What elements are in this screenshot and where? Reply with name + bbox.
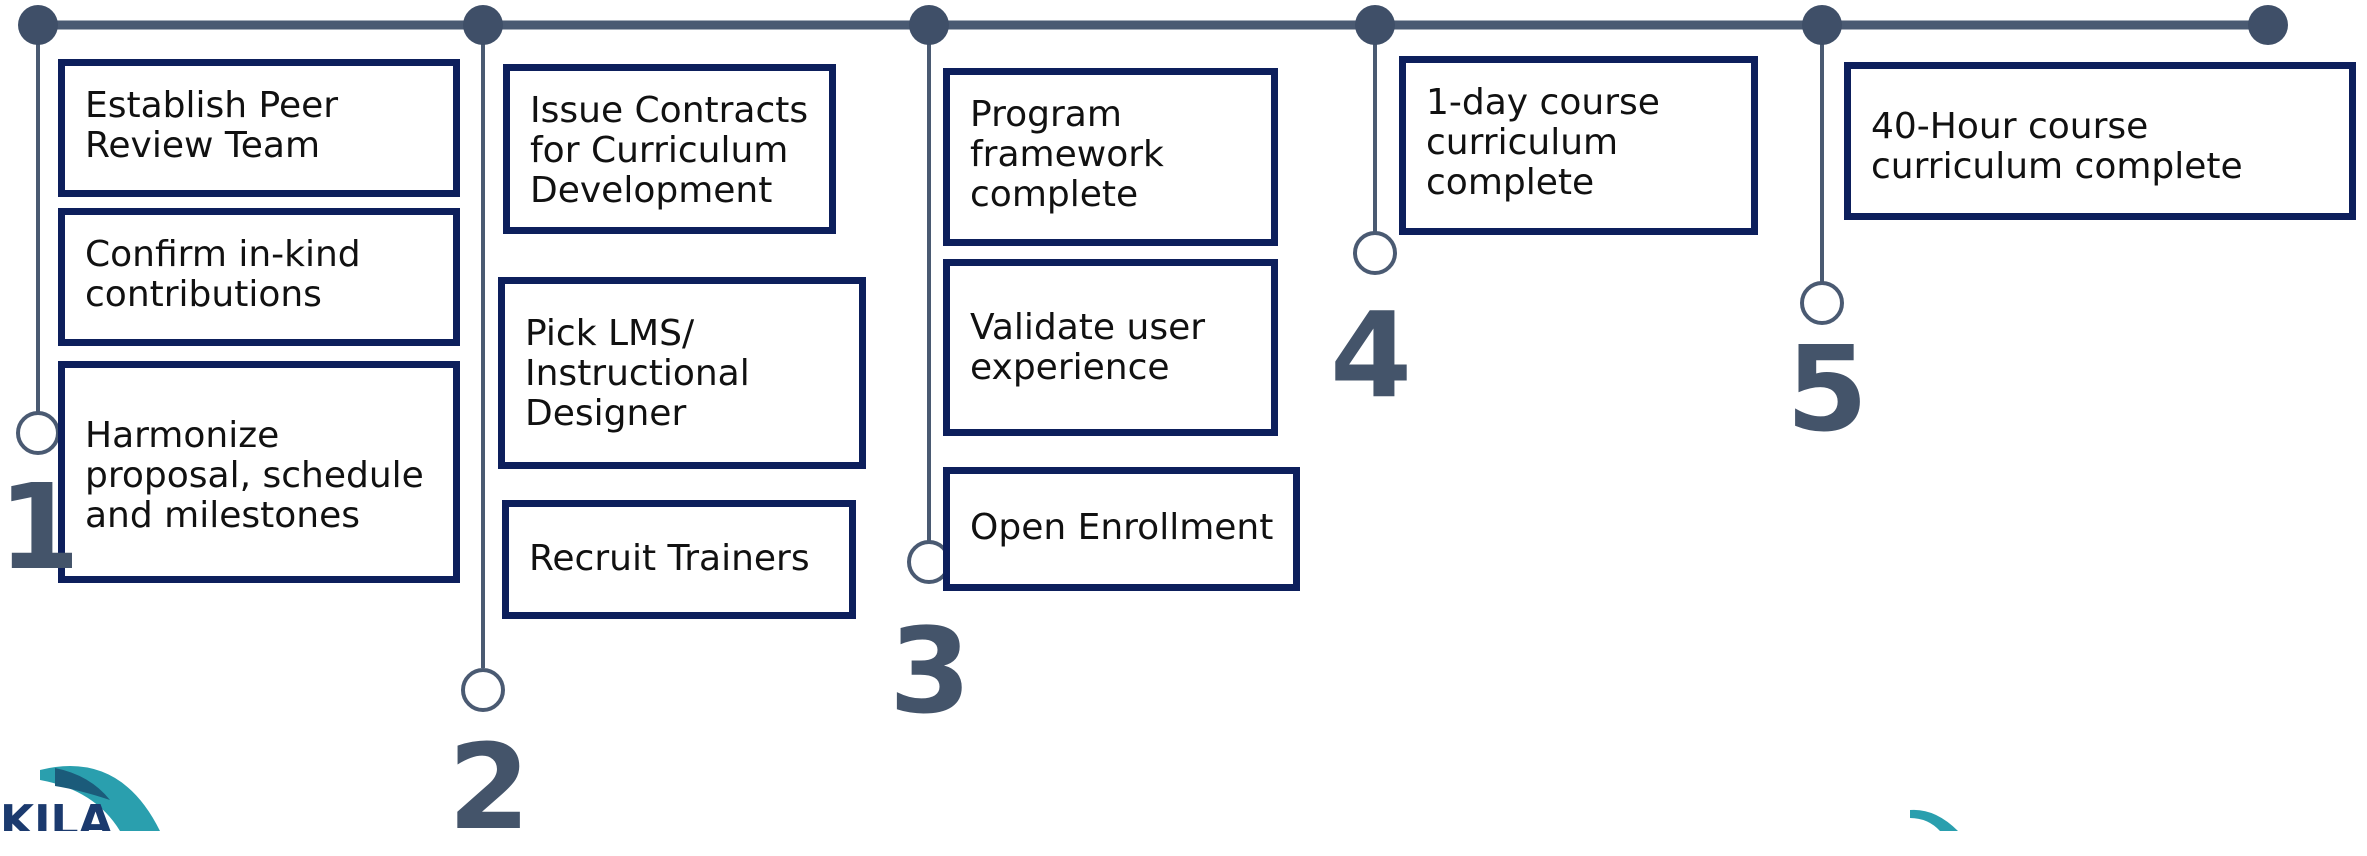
task-box: Harmonize proposal, schedule and milesto…: [58, 361, 460, 583]
task-label: 40-Hour course curriculum complete: [1871, 106, 2243, 187]
task-box: Establish Peer Review Team: [58, 59, 460, 197]
task-label: Establish Peer Review Team: [85, 85, 339, 166]
timeline-dot-1: [18, 5, 58, 45]
task-box: Open Enrollment: [943, 467, 1300, 591]
task-box: 1-day course curriculum complete: [1399, 56, 1758, 235]
timeline-end-dot: [2248, 5, 2288, 45]
logo-left-text: KILA: [0, 796, 113, 831]
logo-right: [1910, 809, 1958, 831]
hollow-marker-1: [16, 411, 60, 455]
timeline-dot-4: [1355, 5, 1395, 45]
task-label: Confirm in-kind contributions: [85, 234, 361, 315]
task-box: Recruit Trainers: [502, 500, 856, 619]
hollow-marker-2: [461, 668, 505, 712]
task-label: Open Enrollment: [970, 507, 1274, 548]
task-label: Issue Contracts for Curriculum Developme…: [530, 90, 809, 211]
milestone-number-3: 3: [889, 602, 972, 740]
milestone-number-4: 4: [1330, 286, 1413, 424]
task-label: Recruit Trainers: [529, 538, 810, 579]
task-box: 40-Hour course curriculum complete: [1844, 62, 2356, 220]
timeline-dot-3: [909, 5, 949, 45]
task-box: Pick LMS/ Instructional Designer: [498, 277, 866, 469]
task-label: 1-day course curriculum complete: [1426, 82, 1660, 203]
timeline-lines: KILA: [0, 5, 2288, 831]
timeline-dot-2: [463, 5, 503, 45]
milestone-number-2: 2: [448, 718, 531, 856]
task-box: Confirm in-kind contributions: [58, 208, 460, 346]
logo-left: KILA: [0, 766, 160, 831]
hollow-marker-5: [1800, 281, 1844, 325]
task-label: Validate user experience: [970, 307, 1206, 388]
milestone-number-5: 5: [1786, 320, 1869, 458]
task-box: Validate user experience: [943, 259, 1278, 436]
milestone-number-1: 1: [0, 458, 81, 596]
task-box: Issue Contracts for Curriculum Developme…: [503, 64, 836, 234]
timeline-dot-5: [1802, 5, 1842, 45]
timeline-diagram: KILA Establish Peer Review Team Confirm …: [0, 5, 2356, 846]
hollow-marker-4: [1353, 231, 1397, 275]
task-label: Pick LMS/ Instructional Designer: [525, 313, 750, 434]
task-label: Harmonize proposal, schedule and milesto…: [85, 415, 424, 536]
task-box: Program framework complete: [943, 68, 1278, 246]
task-label: Program framework complete: [970, 94, 1164, 215]
